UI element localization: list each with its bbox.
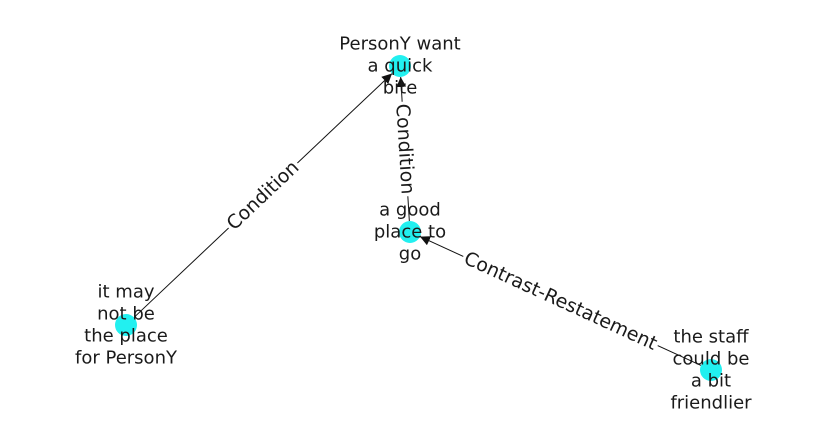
node-n2 (399, 221, 421, 243)
node-n3 (115, 314, 137, 336)
node-label-line: a bit (691, 371, 731, 392)
node-label-line: the place (84, 326, 168, 347)
edge-label: Condition (222, 156, 303, 234)
node-label-line: go (399, 244, 421, 265)
node-n4 (700, 359, 722, 381)
node-label-line: could be (673, 349, 750, 370)
node-label-line: it may (98, 282, 155, 303)
edge-label-background (220, 154, 306, 237)
node-label-line: PersonY want (339, 34, 460, 55)
node-label-line: bite (383, 78, 418, 99)
node-label-line: for PersonY (75, 348, 178, 369)
edge-label-background (458, 245, 663, 357)
node-label-line: a quick (368, 56, 433, 77)
node-label-line: a good (379, 200, 441, 221)
node-label-line: friendlier (670, 393, 752, 414)
node-label-line: place to (374, 222, 446, 243)
edge-label: Condition (391, 103, 418, 195)
node-n1 (389, 55, 411, 77)
node-label-line: not be (97, 304, 155, 325)
node-label-line: the staff (673, 327, 749, 348)
edge-label-background (390, 101, 420, 197)
edge-label: Contrast-Restatement (461, 247, 661, 354)
